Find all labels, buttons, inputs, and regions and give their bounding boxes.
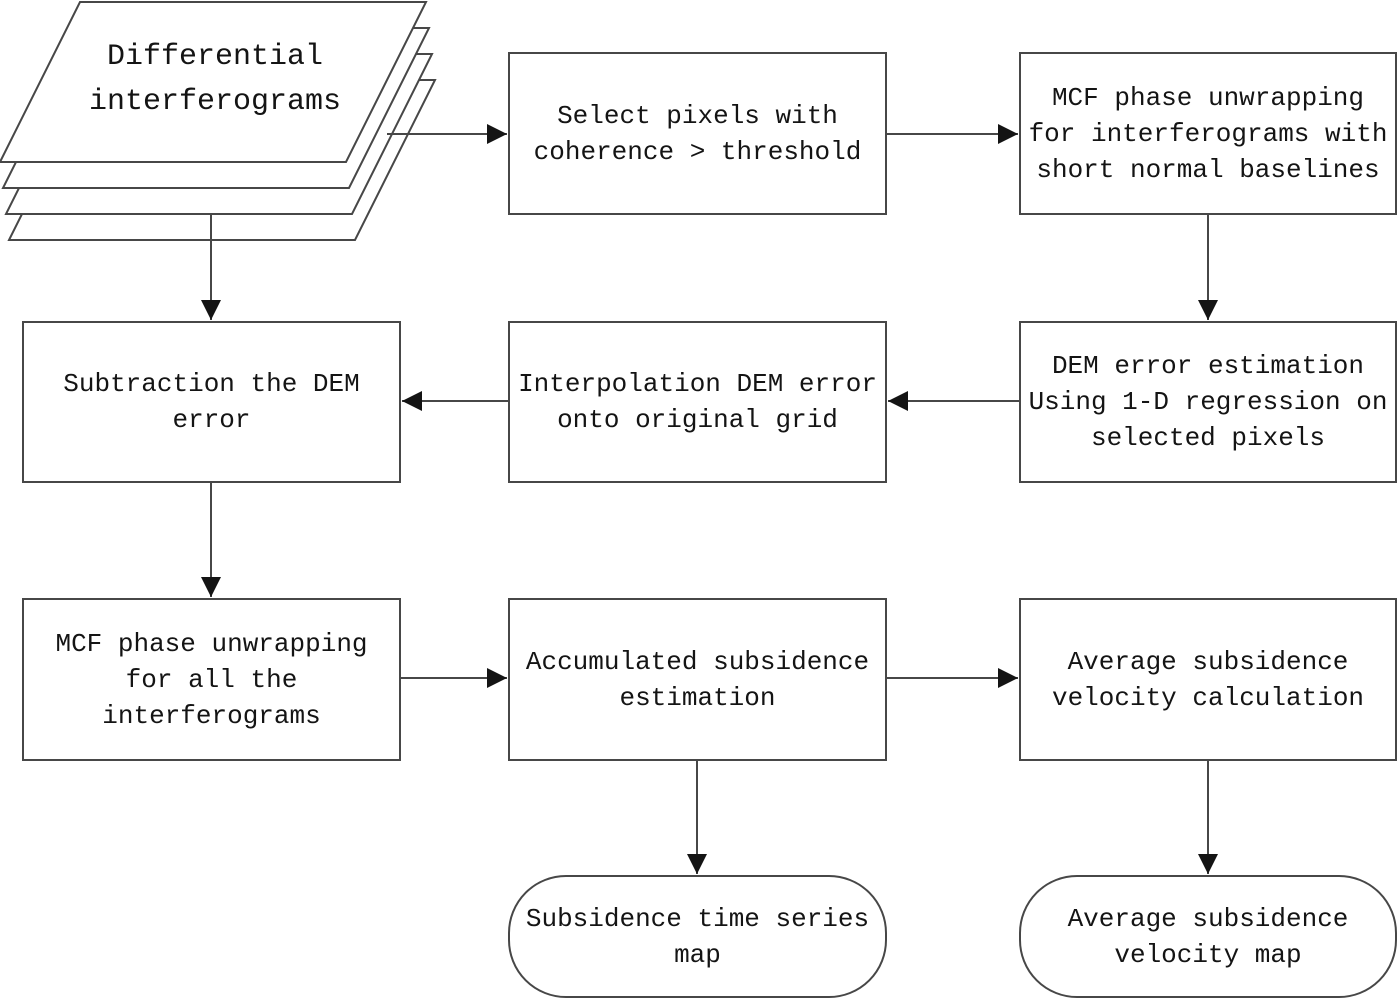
node-select-pixels: Select pixels with coherence > threshold bbox=[508, 52, 887, 215]
stack-sheet-1 bbox=[0, 1, 428, 163]
node-dem-error-estimation: DEM error estimation Using 1-D regressio… bbox=[1019, 321, 1397, 483]
node-accumulated-subsidence: Accumulated subsidence estimation bbox=[508, 598, 887, 761]
node-subtraction-dem-error: Subtraction the DEM error bbox=[22, 321, 401, 483]
node-differential-interferograms: Differential interferograms bbox=[88, 40, 342, 119]
node-average-subsidence-velocity: Average subsidence velocity calculation bbox=[1019, 598, 1397, 761]
node-mcf-phase-unwrapping-short: MCF phase unwrapping for interferograms … bbox=[1019, 52, 1397, 215]
node-average-subsidence-velocity-map: Average subsidence velocity map bbox=[1019, 875, 1397, 998]
stacked-sheets-shape bbox=[0, 1, 437, 241]
node-interpolation-dem-error: Interpolation DEM error onto original gr… bbox=[508, 321, 887, 483]
node-mcf-phase-unwrapping-all: MCF phase unwrapping for all the interfe… bbox=[22, 598, 401, 761]
node-subsidence-time-series-map: Subsidence time series map bbox=[508, 875, 887, 998]
